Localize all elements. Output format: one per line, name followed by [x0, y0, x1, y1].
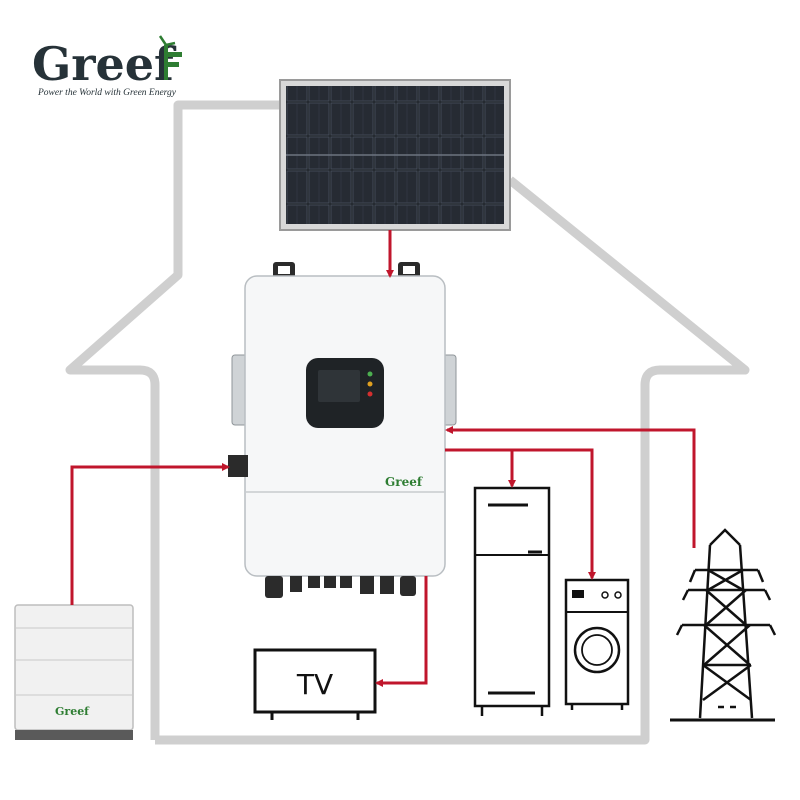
arrow-battery-to-inverter	[70, 463, 230, 605]
energy-flow-arrows	[70, 230, 696, 687]
arrow-inverter-to-fridge	[445, 448, 514, 486]
refrigerator	[473, 486, 551, 716]
brand-logo: Greef Power the World with Green Energy	[32, 35, 182, 98]
power-grid-tower	[670, 528, 777, 722]
inverter-brand-label: Greef	[385, 475, 423, 489]
inverter-display	[306, 358, 384, 428]
battery-stack: Greef	[14, 604, 134, 740]
hybrid-inverter: Greef	[228, 262, 457, 598]
logo-wordmark: Greef	[32, 37, 177, 91]
television: TV	[253, 648, 377, 720]
inverter-cable-glands	[265, 576, 416, 598]
logo-tagline: Power the World with Green Energy	[37, 88, 177, 98]
house-outline	[65, 100, 750, 745]
tv-label: TV	[296, 668, 333, 701]
battery-brand-label: Greef	[55, 705, 90, 718]
solar-panel	[279, 79, 511, 231]
wind-turbine-icon	[158, 35, 182, 80]
arrow-inverter-to-tv	[375, 576, 428, 687]
arrow-grid-to-inverter	[445, 426, 696, 548]
arrow-inverter-to-washer	[512, 448, 596, 580]
washing-machine	[564, 578, 630, 710]
